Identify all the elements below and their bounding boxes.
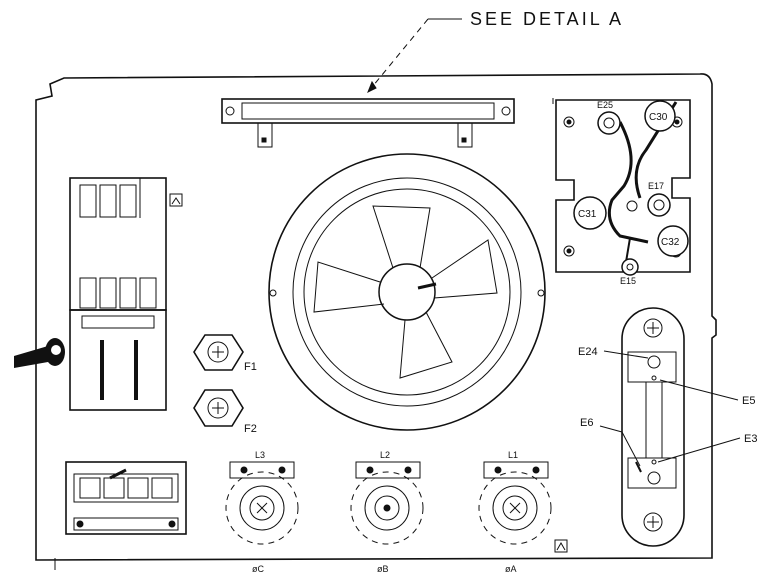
inductor-l3: L3 øC xyxy=(225,450,299,574)
cable-clamp-icon xyxy=(14,300,65,368)
terminal-e17: E17 xyxy=(626,181,671,217)
label-l1: L1 xyxy=(508,450,518,460)
top-connector-bracket xyxy=(221,98,515,148)
terminal-e24: E24 xyxy=(578,346,649,359)
label-e15: E15 xyxy=(620,276,636,286)
label-e24: E24 xyxy=(578,346,598,358)
relay-block xyxy=(69,177,183,411)
label-phase-a: øA xyxy=(505,564,517,574)
label-c30: C30 xyxy=(649,112,668,123)
terminal-strip xyxy=(65,461,187,535)
label-phase-b: øB xyxy=(377,564,389,574)
label-c31: C31 xyxy=(578,209,597,220)
terminal-e25: E25 xyxy=(597,100,621,135)
terminal-e5: E5 xyxy=(659,379,755,407)
label-e5: E5 xyxy=(742,395,755,407)
callout-text: SEE DETAIL A xyxy=(470,9,624,29)
detail-callout: SEE DETAIL A xyxy=(367,9,624,94)
label-e25: E25 xyxy=(597,100,613,110)
inductor-l1: L1 øA xyxy=(478,450,568,574)
label-e3: E3 xyxy=(744,433,757,445)
capacitor-c30: C30 xyxy=(644,100,676,132)
fan-assembly-icon xyxy=(268,153,546,431)
label-l3: L3 xyxy=(255,450,265,460)
chassis-panel xyxy=(35,73,717,561)
terminal-e6: E6 xyxy=(580,417,641,467)
fuse-holder-f2: F2 xyxy=(193,389,257,435)
label-f2: F2 xyxy=(244,423,257,435)
label-e17: E17 xyxy=(648,181,664,191)
label-phase-c: øC xyxy=(252,564,264,574)
label-l2: L2 xyxy=(380,450,390,460)
terminal-e3: E3 xyxy=(657,433,757,463)
fuse-holder-f1: F1 xyxy=(193,334,257,373)
label-e6: E6 xyxy=(580,417,593,429)
capacitor-c31: C31 xyxy=(573,196,607,230)
terminal-e15: E15 xyxy=(620,258,639,286)
inductor-l2: L2 øB xyxy=(350,450,424,574)
capacitor-c32: C32 xyxy=(657,225,689,257)
terminal-plate xyxy=(621,307,685,547)
label-f1: F1 xyxy=(244,361,257,373)
label-c32: C32 xyxy=(661,237,680,248)
